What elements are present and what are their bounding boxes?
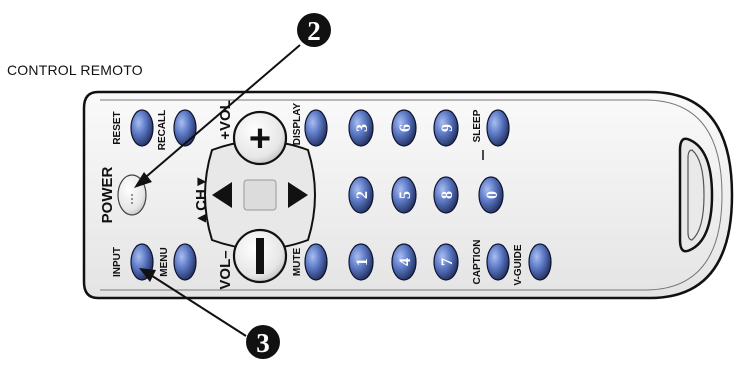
digit-2-button[interactable]: 2	[348, 176, 374, 214]
channel-down-button[interactable]	[212, 182, 232, 208]
recall-label: RECALL	[157, 110, 168, 151]
minus-icon	[256, 238, 264, 274]
digit-5-label: 5	[397, 191, 414, 199]
digit-4-button[interactable]: 4	[391, 243, 417, 281]
digit-3-label: 3	[354, 124, 371, 132]
digit-1-label: 1	[354, 258, 371, 266]
arrow-right-icon	[288, 182, 308, 208]
remote-grip-inner	[687, 149, 705, 241]
channel-up-button[interactable]	[288, 182, 308, 208]
digit-0-label: 0	[484, 191, 501, 199]
digit-9-label: 9	[439, 124, 456, 132]
digit-1-button[interactable]: 1	[348, 243, 374, 281]
digit-7-label: 7	[439, 258, 456, 266]
remote-body-inner-edge	[100, 99, 723, 291]
callout-arrow-2	[134, 44, 301, 188]
digit-3-button[interactable]: 3	[348, 109, 374, 147]
sleep-label: SLEEP	[472, 109, 483, 142]
caption-label: CAPTION	[472, 240, 483, 285]
caption-button[interactable]	[486, 243, 510, 281]
menu-button[interactable]	[173, 243, 197, 281]
input-label: INPUT	[112, 247, 123, 277]
digit-5-button[interactable]: 5	[391, 176, 417, 214]
reset-label: RESET	[112, 111, 123, 144]
reset-button[interactable]	[130, 109, 154, 147]
digit-0-button[interactable]: 0	[478, 176, 504, 214]
callout-2-badge: 2	[297, 13, 331, 47]
digit-2-label: 2	[354, 191, 371, 199]
vguide-label: V-GUIDE	[513, 244, 524, 285]
arrow-left-icon	[212, 182, 232, 208]
power-label: POWER	[99, 167, 116, 224]
callout-3-number: 3	[256, 328, 270, 358]
digit-9-button[interactable]: 9	[433, 109, 459, 147]
callout-2-number: 2	[307, 16, 321, 46]
volume-down-button[interactable]	[232, 228, 288, 284]
digit-6-button[interactable]: 6	[391, 109, 417, 147]
callout-3-badge: 3	[246, 325, 280, 359]
recall-button[interactable]	[173, 109, 197, 147]
digit-4-label: 4	[397, 258, 414, 266]
mute-button[interactable]	[304, 243, 328, 281]
digit-7-button[interactable]: 7	[433, 243, 459, 281]
plus-icon: +	[249, 118, 271, 160]
navigation-pad-center	[243, 179, 277, 211]
digit-8-label: 8	[439, 191, 456, 199]
mute-label: MUTE	[292, 248, 303, 277]
display-button[interactable]	[304, 109, 328, 147]
display-label: DISPLAY	[292, 102, 303, 145]
callout-arrow-3	[139, 268, 247, 337]
ch-label: ▲CH▼	[193, 174, 210, 225]
vol-minus-label: VOL–	[217, 250, 234, 289]
volume-up-button[interactable]: +	[232, 110, 288, 166]
diagram-caption: CONTROL REMOTO	[7, 62, 143, 78]
digit-8-button[interactable]: 8	[433, 176, 459, 214]
digit-6-label: 6	[397, 124, 414, 132]
vguide-button[interactable]	[528, 243, 552, 281]
menu-label: MENU	[159, 247, 170, 276]
vol-plus-label: +VOL	[217, 100, 234, 140]
sleep-button[interactable]	[486, 109, 510, 147]
